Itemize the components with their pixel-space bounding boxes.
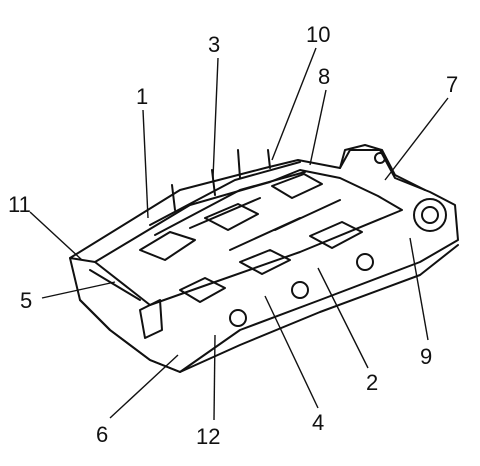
port-row-lower [179,221,363,303]
leader-11 [29,211,83,261]
leader-5 [41,281,116,299]
callout-6: 6 [96,422,108,447]
fuel-rail-lower [154,171,306,236]
leader-3 [212,57,219,179]
callout-12: 12 [196,424,220,449]
leader-2 [317,267,369,369]
side-boss-1 [229,309,247,327]
callout-11: 11 [8,192,31,217]
callout-4: 4 [312,410,324,435]
front-lip [69,257,141,301]
mount-boss-inner [421,206,439,224]
callout-5: 5 [20,288,32,313]
leader-4 [264,295,319,409]
leader-1 [142,109,149,219]
callout-3: 3 [208,32,220,57]
callout-7: 7 [446,72,458,97]
fuel-rail [149,161,301,226]
callout-8: 8 [318,64,330,89]
manifold-bottom-flange [79,244,459,373]
manifold-right-mount [339,144,426,191]
callout-2: 2 [366,370,378,395]
leader-8 [309,89,327,166]
manifold-top-deck [94,169,403,306]
callout-9: 9 [420,344,432,369]
leader-7 [384,97,449,181]
corner-mount [139,299,163,339]
leader-9 [409,237,429,341]
stud-hole [374,152,386,164]
callout-10: 10 [306,22,330,47]
side-boss-2 [291,281,309,299]
callout-1: 1 [136,84,148,109]
side-boss-3 [356,253,374,271]
studs [171,149,271,211]
leader-10 [271,47,317,161]
leader-12 [213,334,216,421]
leader-6 [109,354,179,419]
leader-lines [29,47,449,421]
mount-boss [413,198,447,232]
port-row-upper [139,173,341,261]
